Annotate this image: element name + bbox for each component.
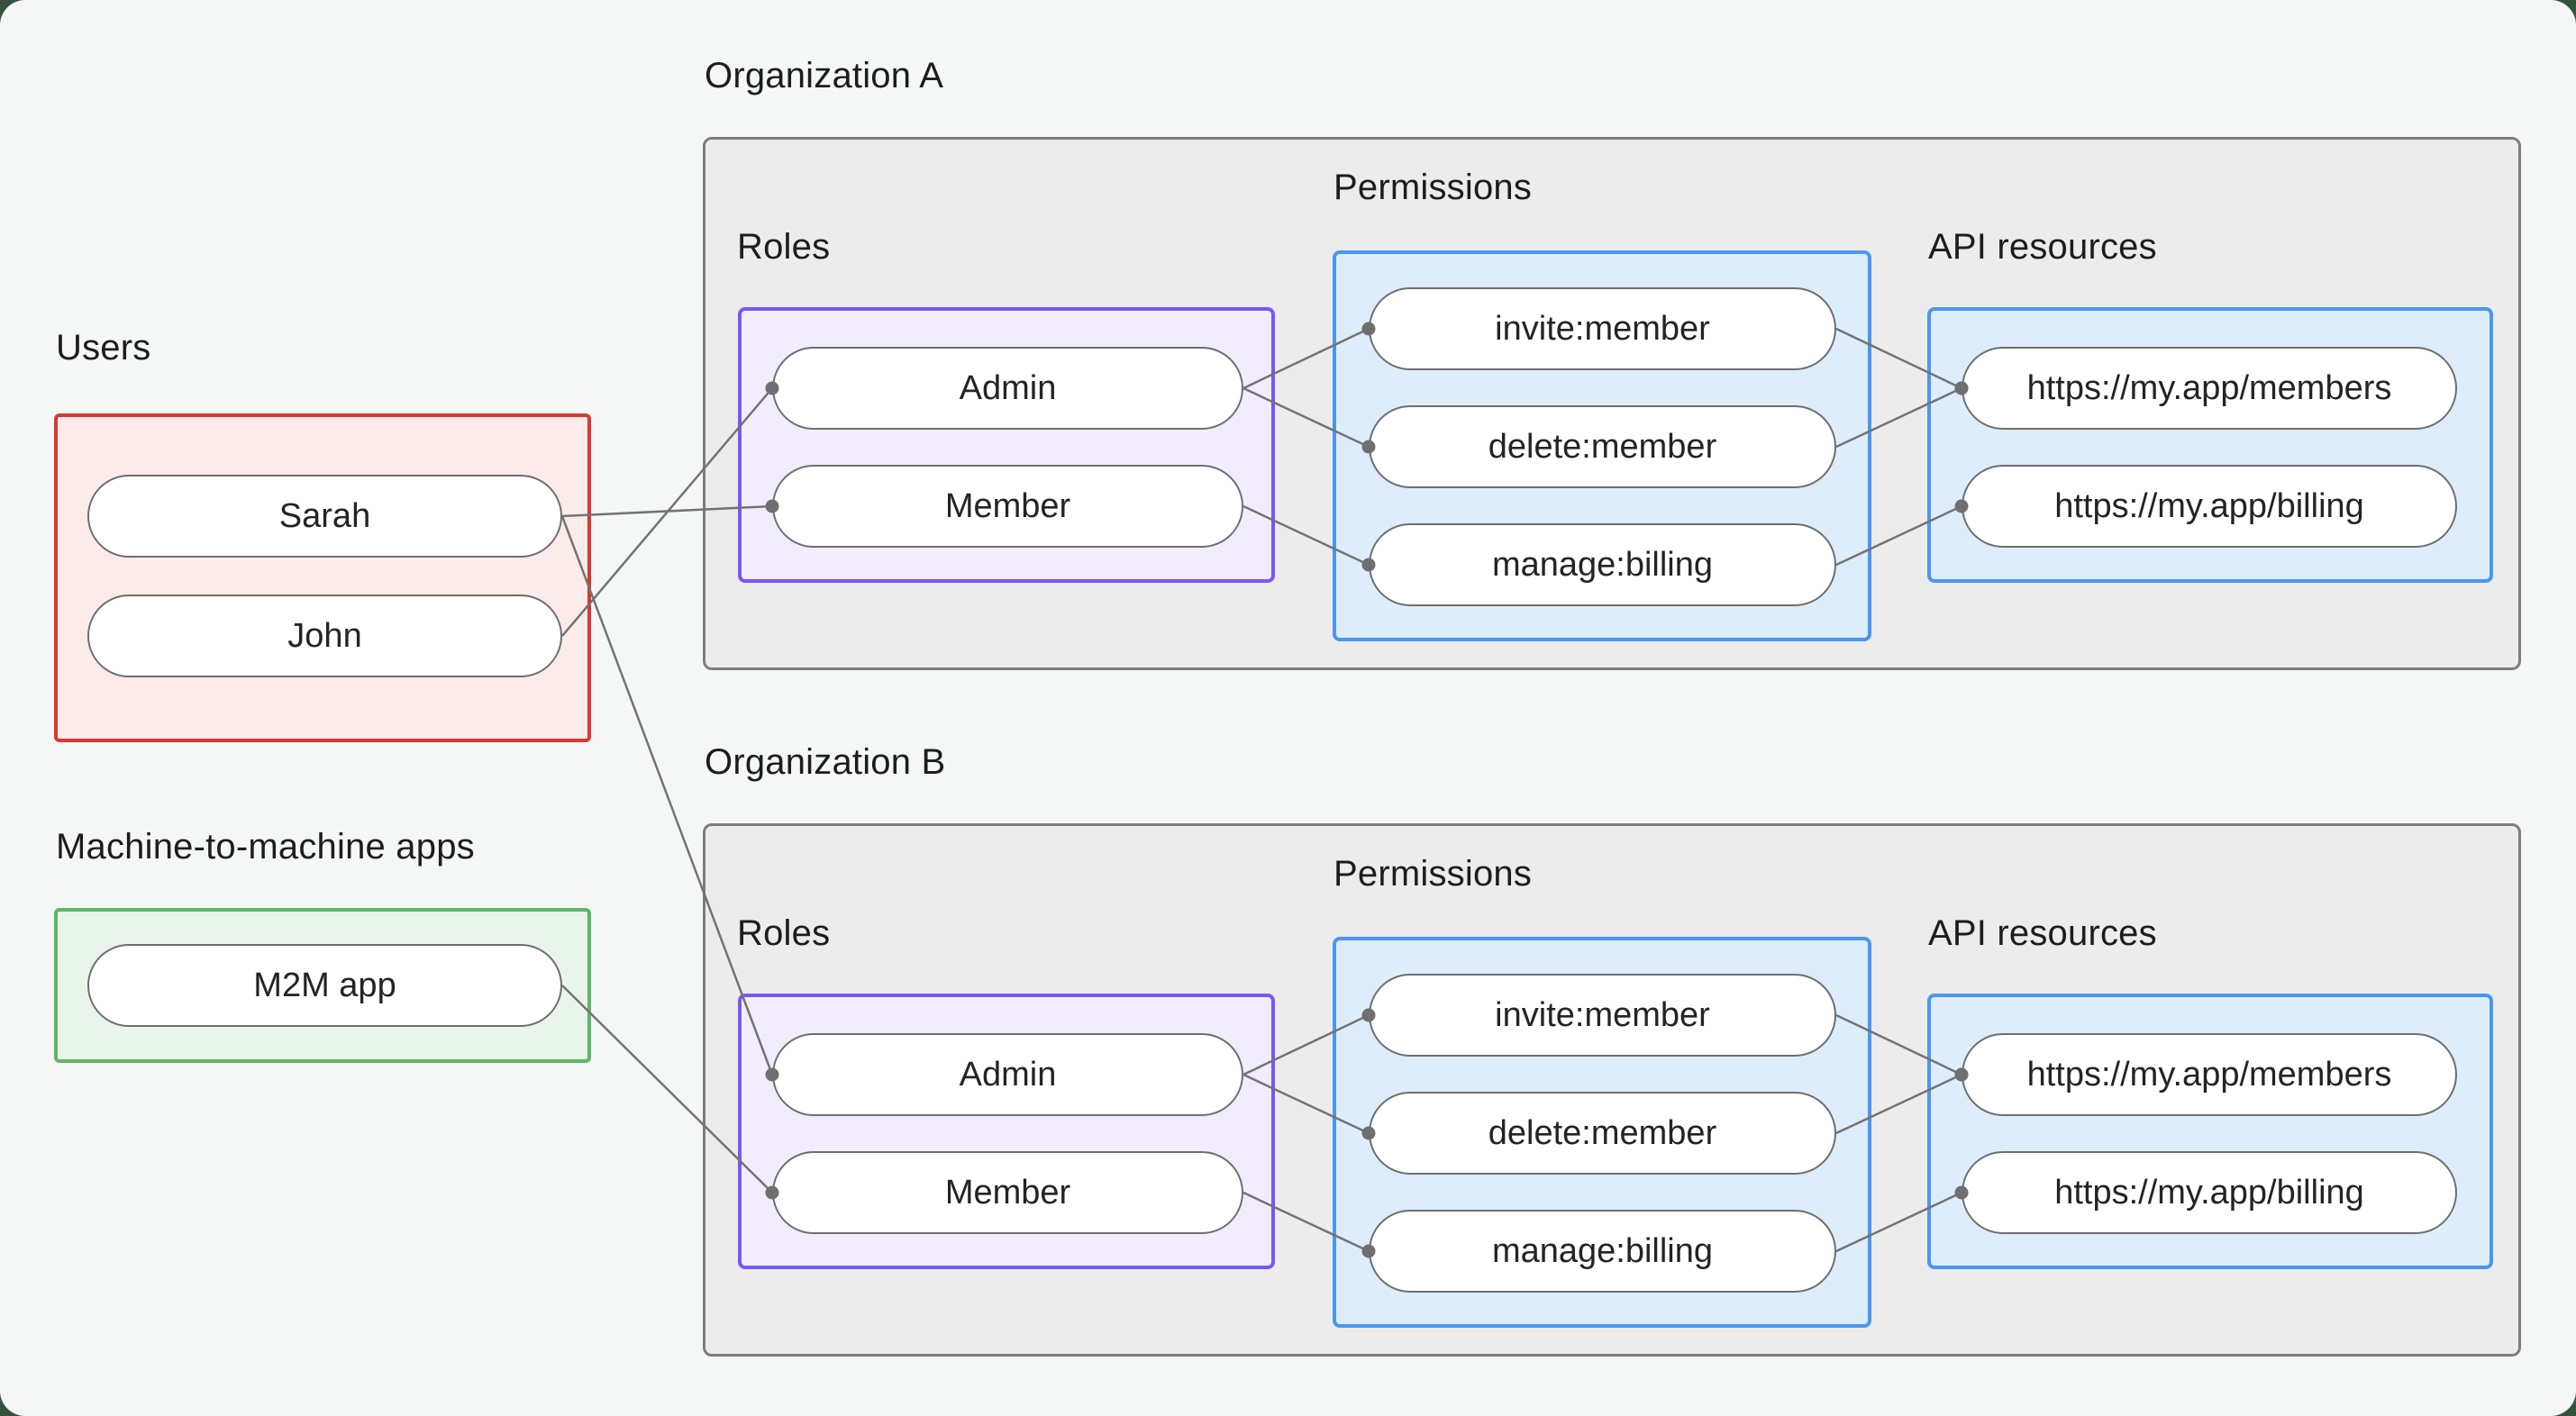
m2m-label: Machine-to-machine apps xyxy=(56,827,475,867)
node-perm-delete-b: delete:member xyxy=(1369,1092,1836,1175)
roles-a-label: Roles xyxy=(737,227,831,267)
node-perm-manage-a: manage:billing xyxy=(1369,523,1836,606)
node-user-sarah: Sarah xyxy=(87,475,562,558)
node-api-members-b: https://my.app/members xyxy=(1962,1033,2457,1116)
permissions-a-label: Permissions xyxy=(1334,168,1533,207)
node-api-billing-a: https://my.app/billing xyxy=(1962,465,2457,548)
org-b-title: Organization B xyxy=(705,742,946,782)
node-api-billing-b: https://my.app/billing xyxy=(1962,1151,2457,1234)
roles-b-label: Roles xyxy=(737,913,831,953)
node-api-members-a: https://my.app/members xyxy=(1962,347,2457,430)
org-a-title: Organization A xyxy=(705,56,944,95)
node-perm-manage-b: manage:billing xyxy=(1369,1210,1836,1293)
users-label: Users xyxy=(56,328,151,368)
permissions-b-label: Permissions xyxy=(1334,854,1533,894)
node-user-john: John xyxy=(87,595,562,677)
users-box xyxy=(54,413,591,742)
node-role-member-a: Member xyxy=(772,465,1243,548)
api-resources-a-label: API resources xyxy=(1928,227,2157,267)
node-role-member-b: Member xyxy=(772,1151,1243,1234)
node-perm-delete-a: delete:member xyxy=(1369,405,1836,488)
node-m2m-app: M2M app xyxy=(87,944,562,1027)
node-perm-invite-a: invite:member xyxy=(1369,287,1836,370)
node-perm-invite-b: invite:member xyxy=(1369,974,1836,1057)
api-resources-b-label: API resources xyxy=(1928,913,2157,953)
node-role-admin-b: Admin xyxy=(772,1033,1243,1116)
node-role-admin-a: Admin xyxy=(772,347,1243,430)
